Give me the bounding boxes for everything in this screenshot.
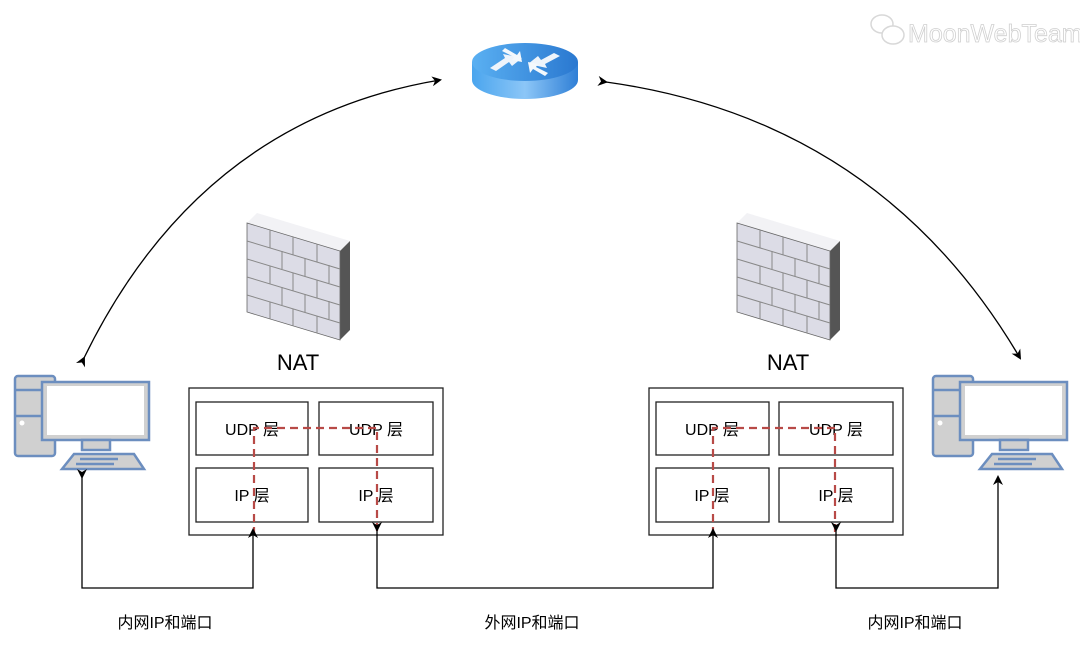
- label-left-private-ip-port: 内网IP和端口: [117, 614, 212, 632]
- connector-nat-to-right-computer: [831, 475, 1003, 589]
- wechat-icon: [870, 14, 905, 45]
- nat-left-box: [188, 387, 444, 536]
- router-icon: [472, 43, 578, 99]
- nat-right-dashed-path: [711, 426, 837, 535]
- arc-left-computer-to-router: [75, 76, 442, 368]
- nat-left-ip-layer-b: IP 层: [358, 488, 393, 505]
- connector-left-computer-to-nat: [77, 469, 258, 589]
- computer-icon-right: [931, 374, 1069, 471]
- watermark: MoonWebTeam: [870, 14, 1080, 48]
- arc-router-to-right-computer: [597, 75, 1022, 360]
- label-public-ip-port: 外网IP和端口: [484, 614, 579, 632]
- nat-right-box: [648, 387, 904, 536]
- nat-left-title: NAT: [277, 350, 319, 375]
- nat-left-ip-layer-a: IP 层: [234, 488, 269, 505]
- nat-right-title: NAT: [767, 350, 809, 375]
- firewall-icon-right: [736, 213, 840, 341]
- nat-left-udp-layer-a: UDP 层: [225, 422, 279, 439]
- connector-nat-to-nat: [372, 522, 718, 589]
- firewall-icon-left: [246, 213, 350, 341]
- nat-left-udp-layer-b: UDP 层: [349, 422, 403, 439]
- nat-right-ip-layer-a: IP 层: [694, 488, 729, 505]
- nat-right-udp-layer-b: UDP 层: [809, 422, 863, 439]
- label-right-private-ip-port: 内网IP和端口: [867, 614, 962, 632]
- computer-icon-left: [13, 374, 151, 471]
- watermark-text: MoonWebTeam: [908, 20, 1080, 48]
